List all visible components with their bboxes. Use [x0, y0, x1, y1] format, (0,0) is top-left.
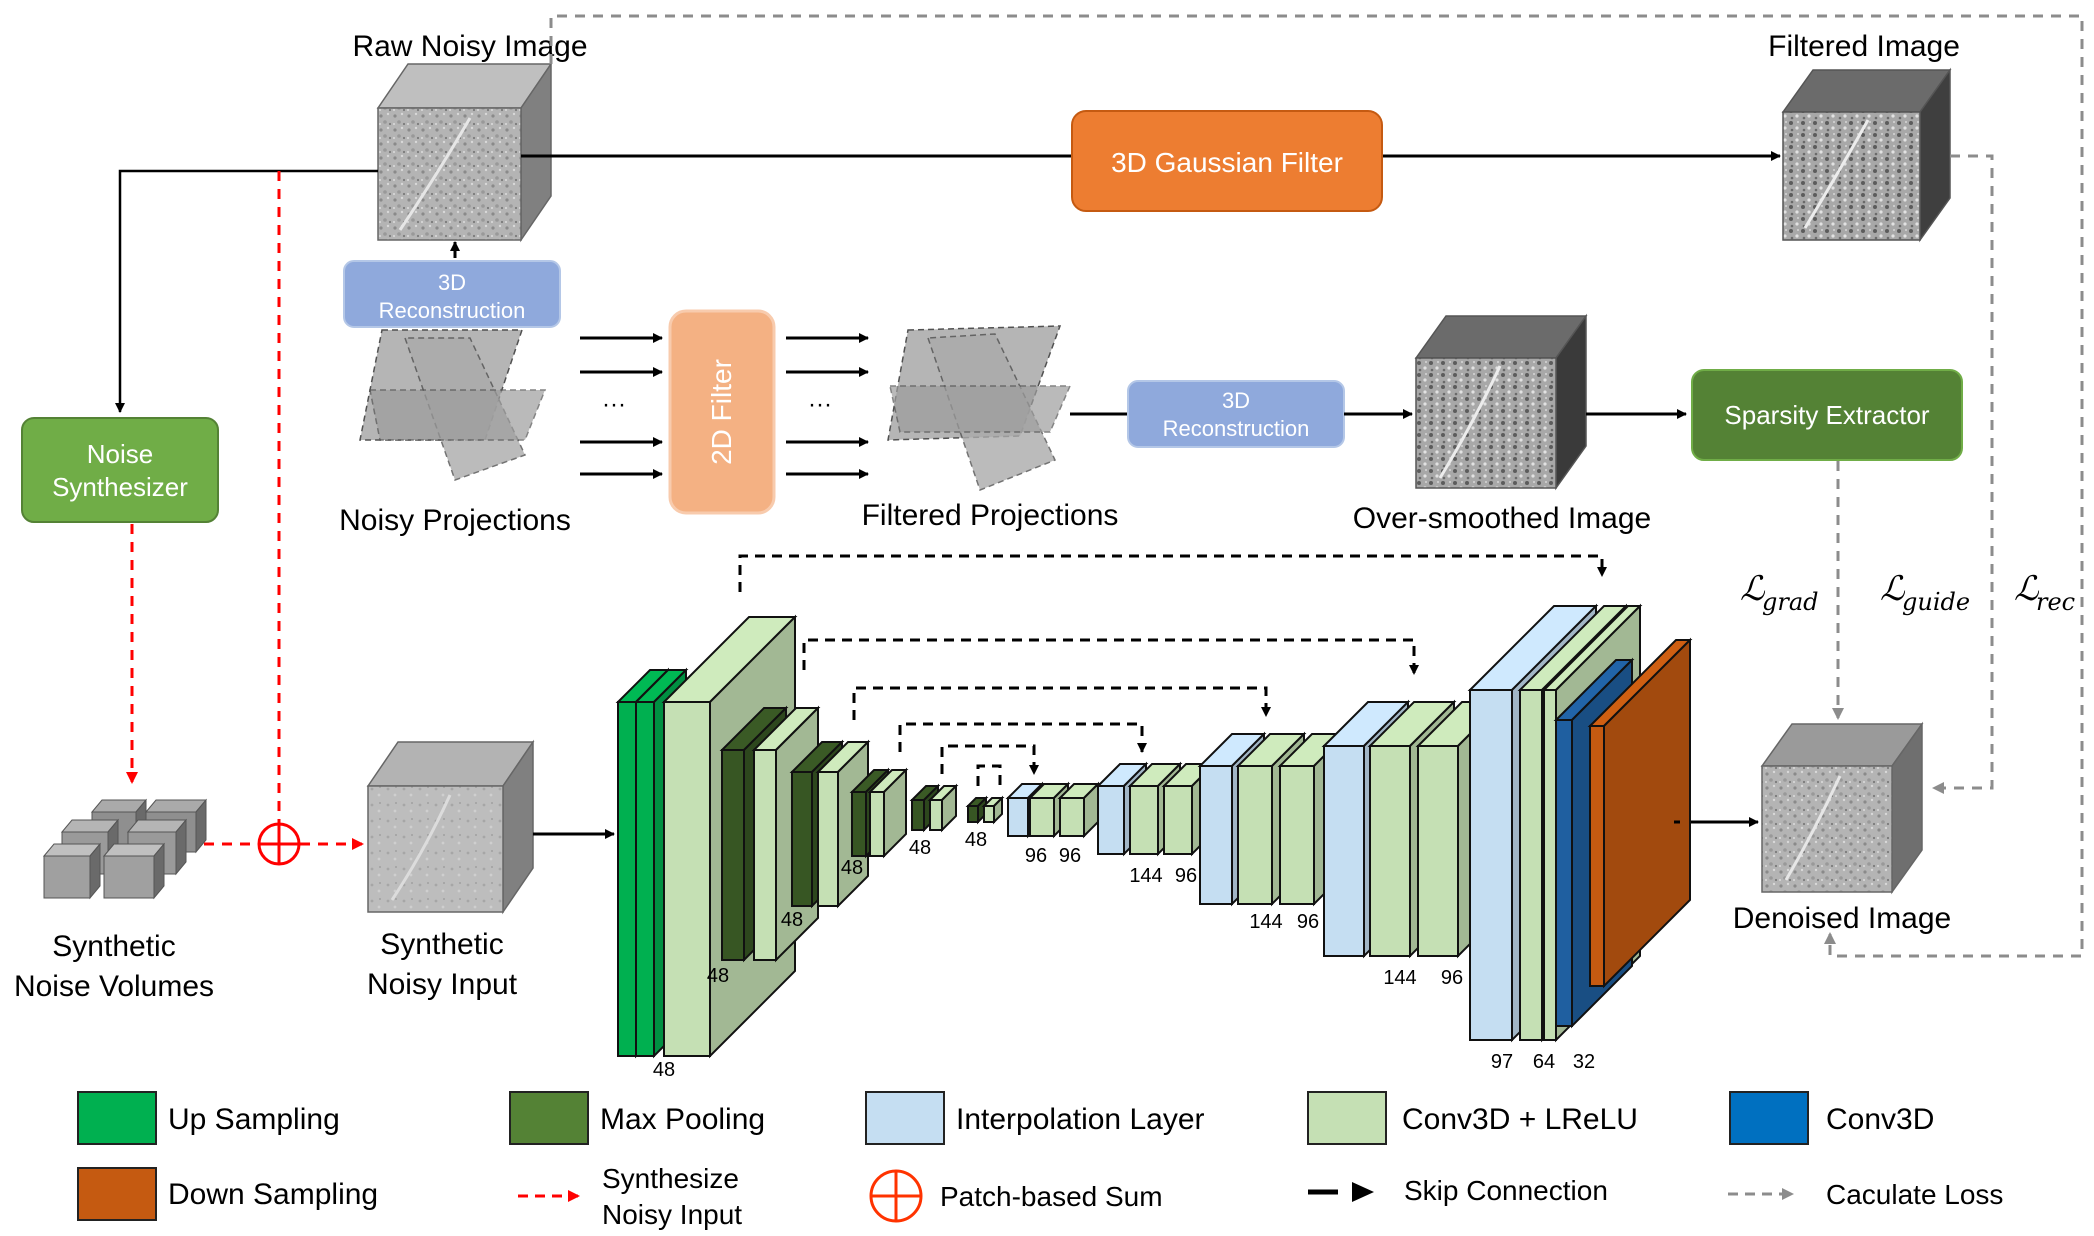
- skip-connections: [738, 554, 1607, 786]
- ch-label-f2: 64: [1533, 1051, 1555, 1073]
- ch-label-u4b: 96: [1441, 967, 1463, 989]
- enc-pool-5: [965, 795, 989, 825]
- legend-synth-line1: Synthesize: [602, 1163, 739, 1194]
- dec-conv-1b: [1057, 781, 1101, 839]
- legend-max-pooling-text: Max Pooling: [600, 1103, 765, 1136]
- sparsity-extractor-text: Sparsity Extractor: [1724, 400, 1930, 430]
- ch-label-c3: 48: [781, 909, 803, 931]
- legend-max-pooling: Max Pooling: [509, 1091, 765, 1145]
- legend-interpolation: Interpolation Layer: [865, 1091, 1205, 1145]
- projection-arrows-out: [786, 333, 869, 479]
- raw-noisy-image-label: Raw Noisy Image: [352, 30, 587, 63]
- channel-labels: 48 48 48 48 48 48 96 96 144 96 144 96 14…: [653, 829, 1595, 1081]
- legend-synth-line2: Noisy Input: [602, 1199, 742, 1230]
- ellipsis-out: ···: [808, 391, 832, 418]
- guide-loss-symbol: ℒ: [1880, 569, 1906, 609]
- raw-to-synth-arrow: [115, 169, 378, 413]
- legend-conv-lrelu-text: Conv3D + LReLU: [1402, 1103, 1638, 1136]
- ch-label-f1: 97: [1491, 1051, 1513, 1073]
- gaussian-filter-text: 3D Gaussian Filter: [1111, 147, 1343, 178]
- legend-down-sampling-text: Down Sampling: [168, 1178, 378, 1211]
- ch-label-u4a: 144: [1383, 967, 1416, 989]
- guide-loss-label: ℒ guide: [1880, 569, 1970, 616]
- grad-loss-sub: grad: [1762, 588, 1819, 616]
- synthetic-noise-label-1: Synthetic: [52, 930, 175, 963]
- legend-skip-text: Skip Connection: [1404, 1175, 1608, 1206]
- ellipsis-in: ···: [602, 391, 626, 418]
- noisy-projections-label: Noisy Projections: [339, 504, 571, 537]
- synthetic-noise-volumes: [42, 798, 208, 900]
- rec-loss-sub: rec: [2036, 588, 2075, 616]
- ch-label-c2: 48: [707, 965, 729, 987]
- ch-label-u1b: 96: [1059, 845, 1081, 867]
- legend-up-sampling: Up Sampling: [77, 1091, 340, 1145]
- gaussian-filter-box: 3D Gaussian Filter: [1071, 110, 1383, 212]
- noise-synth-line1: Noise: [87, 439, 153, 469]
- ch-label-u3a: 144: [1249, 911, 1282, 933]
- recon-mid-line1: 3D: [1222, 388, 1250, 413]
- synthetic-noise-label-2: Noise Volumes: [14, 970, 214, 1003]
- rec-loss-arrow: [549, 14, 2084, 958]
- enc-conv-6: [981, 795, 1005, 825]
- guide-loss-sub: guide: [1902, 588, 1970, 616]
- sparsity-extractor-box: Sparsity Extractor: [1691, 369, 1963, 461]
- ch-label-c4: 48: [841, 857, 863, 879]
- grad-loss-label: ℒ grad: [1740, 569, 1819, 616]
- ch-label-u1a: 96: [1025, 845, 1047, 867]
- filtered-image-label: Filtered Image: [1768, 30, 1960, 63]
- synthetic-input-cube: [366, 739, 535, 915]
- recon-top-box: 3D Reconstruction: [343, 260, 561, 328]
- legend-conv-lrelu: Conv3D + LReLU: [1307, 1091, 1638, 1145]
- projection-arrows-in: [580, 333, 663, 479]
- raw-noisy-cube: [376, 61, 553, 243]
- ch-label-u2a: 144: [1129, 865, 1162, 887]
- recon-mid-box: 3D Reconstruction: [1127, 380, 1345, 448]
- legend-calc-loss-text: Caculate Loss: [1826, 1179, 2003, 1210]
- ch-label-c1: 48: [653, 1059, 675, 1081]
- enc-conv-4: [867, 767, 909, 859]
- legend: Up Sampling Max Pooling Interpolation La…: [77, 1091, 2003, 1230]
- legend-conv3d: Conv3D: [1729, 1091, 1934, 1145]
- denoised-cube: [1760, 721, 1924, 895]
- synthetic-input-label-2: Noisy Input: [367, 968, 518, 1001]
- noise-synthesizer-box: Noise Synthesizer: [21, 417, 219, 523]
- legend-calc-loss: Caculate Loss: [1728, 1179, 2003, 1210]
- ch-label-f3: 32: [1573, 1051, 1595, 1073]
- legend-down-sampling: Down Sampling: [77, 1167, 378, 1221]
- filtered-projections-label: Filtered Projections: [862, 499, 1119, 532]
- recon-top-line1: 3D: [438, 270, 466, 295]
- noise-synth-line2: Synthesizer: [52, 472, 188, 502]
- filtered-cube: [1781, 67, 1952, 243]
- filtered-projections: [887, 325, 1072, 491]
- grad-loss-symbol: ℒ: [1740, 569, 1766, 609]
- dec-downsample: [1587, 637, 1693, 989]
- synthetic-input-label-1: Synthetic: [380, 928, 503, 961]
- legend-patch-sum-text: Patch-based Sum: [940, 1181, 1163, 1212]
- over-smoothed-cube: [1414, 313, 1588, 491]
- ch-label-c6: 48: [965, 829, 987, 851]
- enc-conv-5: [927, 783, 959, 833]
- patch-sum-symbol: [257, 822, 301, 866]
- rec-loss-symbol: ℒ: [2014, 569, 2040, 609]
- legend-up-sampling-text: Up Sampling: [168, 1103, 340, 1136]
- filter-2d-box: 2D Filter: [668, 309, 776, 515]
- noisy-projections: [359, 329, 547, 481]
- legend-synthesize: Synthesize Noisy Input: [518, 1163, 742, 1230]
- ch-label-c5: 48: [909, 837, 931, 859]
- legend-interpolation-text: Interpolation Layer: [956, 1103, 1205, 1136]
- ch-label-u3b: 96: [1297, 911, 1319, 933]
- rec-loss-label: ℒ rec: [2014, 569, 2075, 616]
- over-smoothed-label: Over-smoothed Image: [1353, 502, 1651, 535]
- legend-patch-sum: Patch-based Sum: [869, 1169, 1163, 1223]
- filter-2d-text: 2D Filter: [706, 359, 737, 465]
- recon-top-line2: Reconstruction: [379, 298, 526, 323]
- legend-conv3d-text: Conv3D: [1826, 1103, 1934, 1136]
- ch-label-u2b: 96: [1175, 865, 1197, 887]
- legend-skip: Skip Connection: [1308, 1175, 1608, 1206]
- denoised-image-label: Denoised Image: [1733, 902, 1951, 935]
- guide-loss-arrow: [1932, 154, 1994, 794]
- unet: [615, 603, 1693, 1059]
- recon-mid-line2: Reconstruction: [1163, 416, 1310, 441]
